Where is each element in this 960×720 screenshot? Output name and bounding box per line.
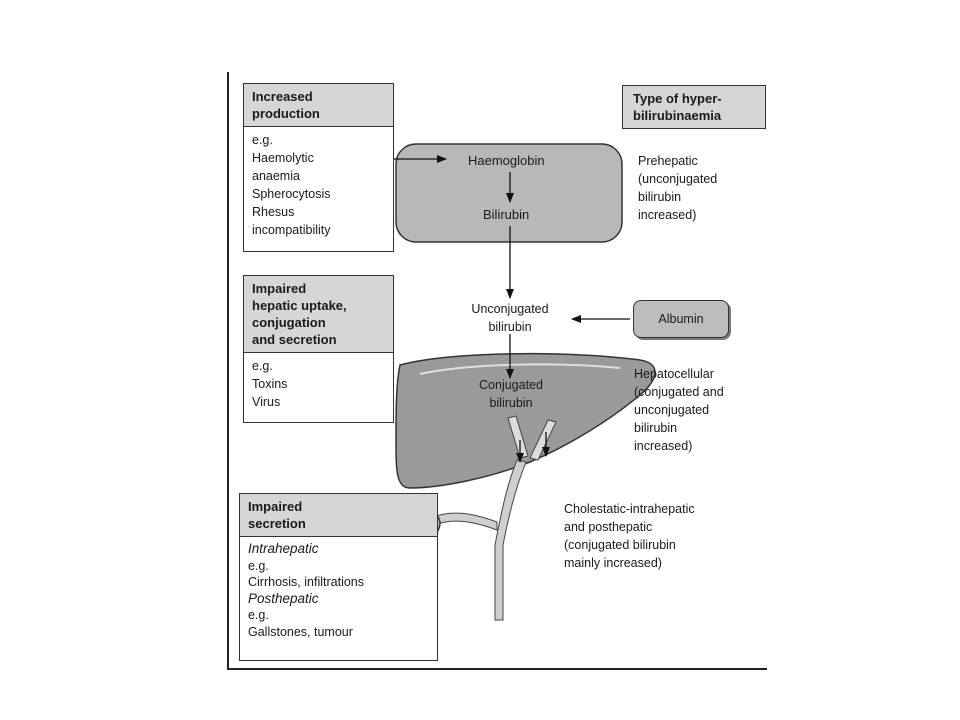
frame-left-border <box>227 72 229 670</box>
label-line: and posthepatic <box>564 520 653 534</box>
type-header-line: Type of hyper- <box>633 91 722 106</box>
label-line: bilirubin <box>638 190 682 204</box>
example-item: e.g. <box>252 133 273 147</box>
label-line: Unconjugated <box>471 302 549 316</box>
label-line: unconjugated <box>634 403 710 417</box>
title-line: Impaired <box>252 281 307 296</box>
bilirubin-label: Bilirubin <box>483 207 530 222</box>
example-item: Spherocytosis <box>252 187 331 201</box>
impaired-secretion-examples: Intrahepatic e.g. Cirrhosis, infiltratio… <box>240 537 437 644</box>
hepatocellular-type-label: Hepatocellular (conjugated and unconjuga… <box>634 365 724 455</box>
liver-highlight <box>419 363 621 375</box>
example-item: e.g. <box>248 558 269 573</box>
intrahepatic-heading: Intrahepatic <box>248 541 319 556</box>
impaired-hepatic-uptake-examples: e.g. Toxins Virus <box>244 353 393 415</box>
example-item: Virus <box>252 395 281 409</box>
title-line: production <box>252 106 320 121</box>
example-item: incompatibility <box>252 223 331 237</box>
label-line: increased) <box>634 439 693 453</box>
example-item: Toxins <box>252 377 288 391</box>
common-bile-duct <box>494 459 527 621</box>
example-item: anaemia <box>252 169 300 183</box>
type-header-box: Type of hyper- bilirubinaemia <box>622 85 766 129</box>
label-line: (conjugated and <box>634 385 724 399</box>
label-line: bilirubin <box>634 421 678 435</box>
label-line: Prehepatic <box>638 154 698 168</box>
title-line: hepatic uptake, <box>252 298 347 313</box>
example-item: e.g. <box>248 608 269 622</box>
right-hepatic-duct <box>529 419 557 461</box>
label-line: mainly increased) <box>564 556 662 570</box>
cholestatic-type-label: Cholestatic-intrahepatic and posthepatic… <box>564 500 695 572</box>
label-line: bilirubin <box>488 320 532 334</box>
impaired-secretion-title: Impaired secretion <box>240 494 437 537</box>
example-item: Cirrhosis, infiltrations <box>248 575 365 589</box>
impaired-secretion-box: Impaired secretion Intrahepatic e.g. Cir… <box>239 493 438 661</box>
title-line: conjugation <box>252 315 326 330</box>
label-line: (unconjugated <box>638 172 718 186</box>
impaired-hepatic-uptake-box: Impaired hepatic uptake, conjugation and… <box>243 275 394 423</box>
albumin-box: Albumin <box>633 300 729 338</box>
label-line: Cholestatic-intrahepatic <box>564 502 695 516</box>
increased-production-title: Increased production <box>244 84 393 127</box>
example-item: Haemolytic <box>252 151 314 165</box>
title-line: Increased <box>252 89 313 104</box>
type-header-line: bilirubinaemia <box>633 108 722 123</box>
increased-production-box: Increased production e.g. Haemolytic ana… <box>243 83 394 252</box>
label-line: bilirubin <box>489 396 533 410</box>
left-hepatic-duct <box>507 415 529 459</box>
label-line: Hepatocellular <box>634 367 714 381</box>
example-item: Gallstones, tumour <box>248 624 353 639</box>
label-line: increased) <box>638 208 697 222</box>
liver-shape <box>395 352 656 489</box>
title-line: secretion <box>248 516 306 531</box>
label-line: (conjugated bilirubin <box>564 538 676 552</box>
cystic-duct <box>429 512 498 531</box>
title-line: Impaired <box>248 499 303 514</box>
example-item: e.g. <box>252 359 273 373</box>
conjugated-bilirubin-label: Conjugated bilirubin <box>466 376 556 412</box>
title-line: and secretion <box>252 332 337 347</box>
haemoglobin-label: Haemoglobin <box>468 153 545 168</box>
frame-bottom-border <box>227 668 767 670</box>
increased-production-examples: e.g. Haemolytic anaemia Spherocytosis Rh… <box>244 127 393 243</box>
example-item: Rhesus <box>252 205 295 219</box>
unconjugated-bilirubin-label: Unconjugated bilirubin <box>462 300 558 336</box>
impaired-hepatic-uptake-title: Impaired hepatic uptake, conjugation and… <box>244 276 393 353</box>
prehepatic-type-label: Prehepatic (unconjugated bilirubin incre… <box>638 152 717 224</box>
label-line: Conjugated <box>479 378 543 392</box>
posthepatic-heading: Posthepatic <box>248 590 319 606</box>
